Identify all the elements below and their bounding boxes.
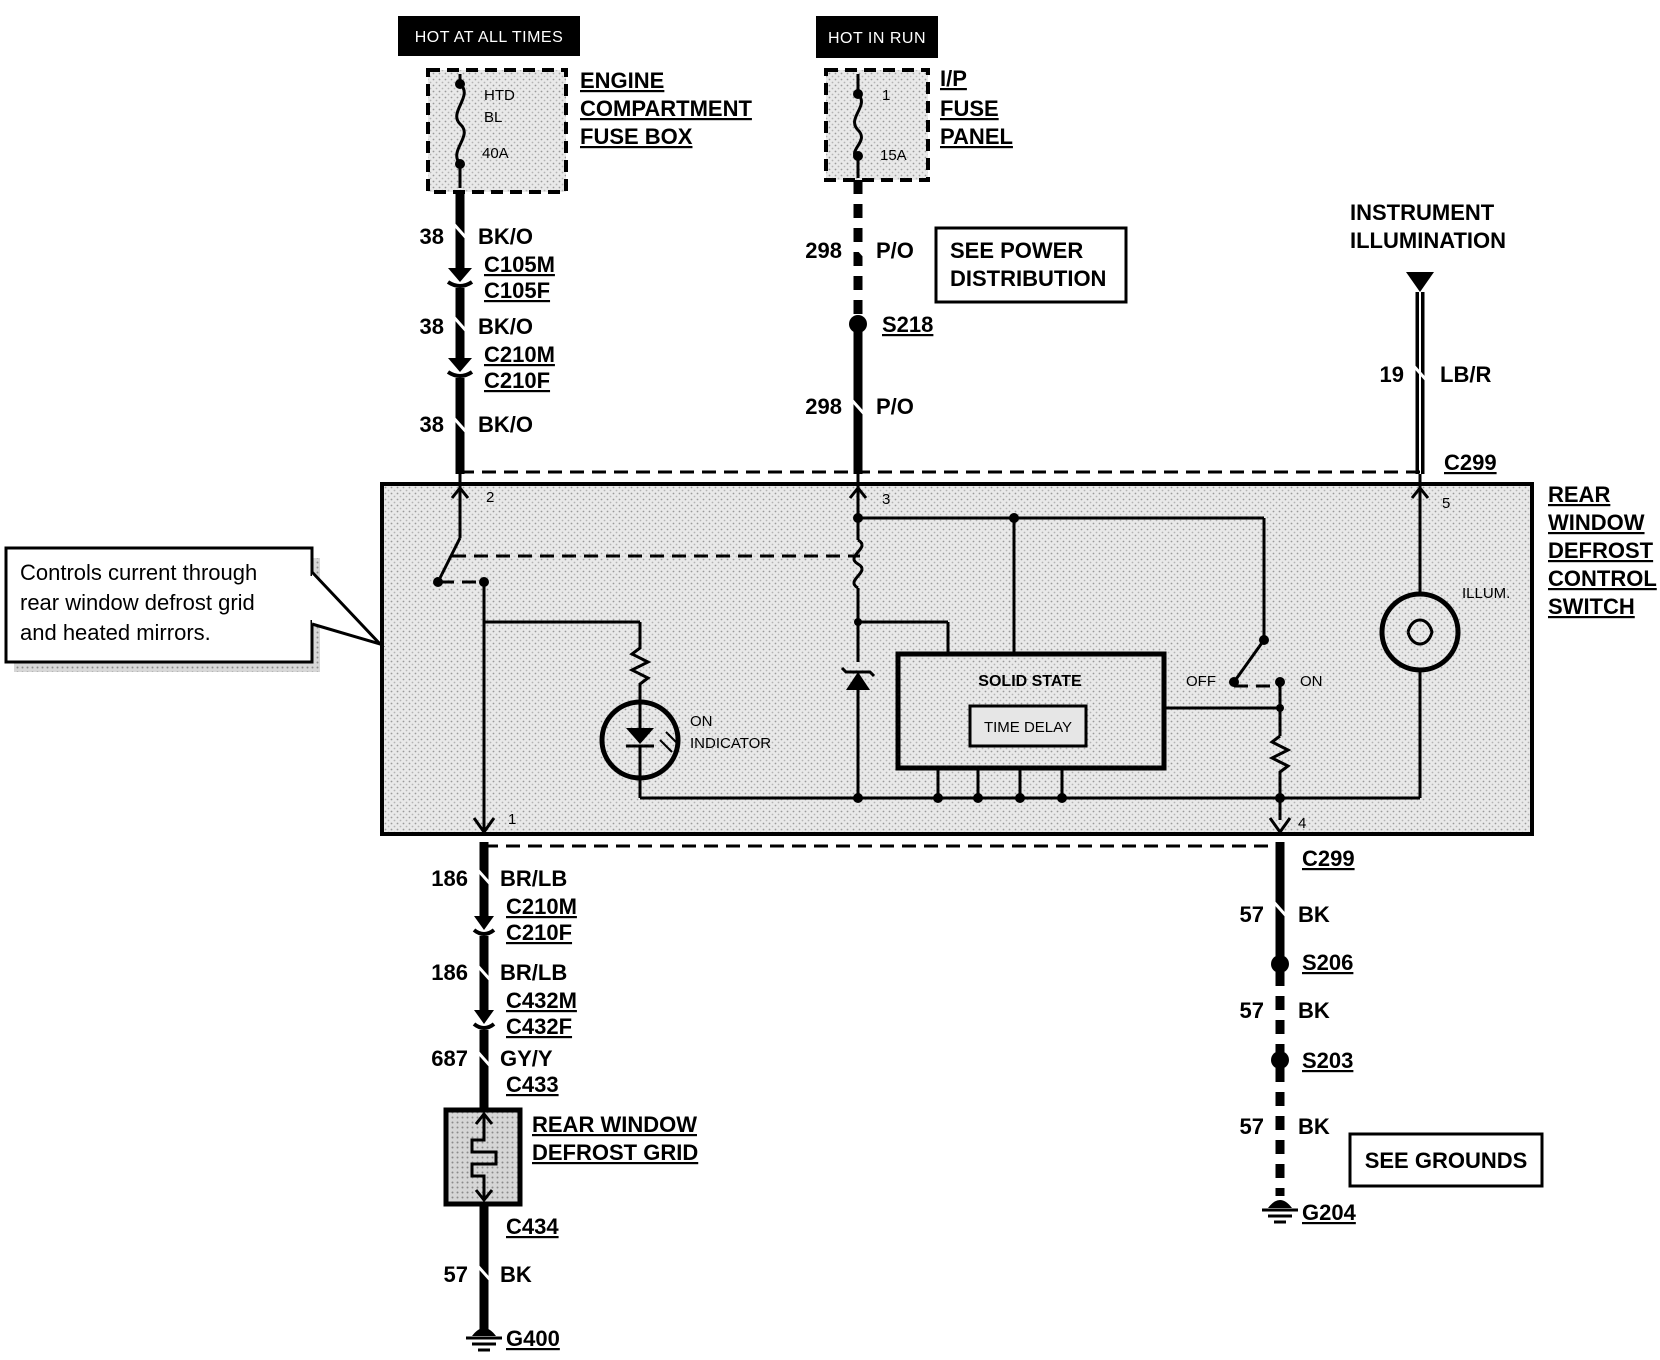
svg-text:1: 1 (882, 87, 890, 104)
svg-text:PANEL: PANEL (940, 124, 1013, 149)
svg-text:HOT AT ALL TIMES: HOT AT ALL TIMES (415, 29, 564, 46)
svg-text:REAR: REAR (1548, 482, 1610, 507)
svg-text:C105M: C105M (484, 252, 555, 277)
svg-text:BR/LB: BR/LB (500, 960, 567, 985)
svg-text:S203: S203 (1302, 1048, 1353, 1073)
svg-text:C299: C299 (1302, 846, 1355, 871)
svg-text:BK/O: BK/O (478, 224, 533, 249)
svg-text:BL: BL (484, 109, 502, 126)
engine-compartment-fuse-box: HTD BL 40A ENGINE COMPARTMENT FUSE BOX (426, 68, 752, 194)
svg-text:57: 57 (1240, 998, 1264, 1023)
svg-text:298: 298 (805, 238, 842, 263)
svg-text:and heated mirrors.: and heated mirrors. (20, 620, 211, 645)
svg-text:38: 38 (420, 224, 444, 249)
svg-text:BK: BK (500, 1262, 532, 1287)
svg-text:C210F: C210F (506, 920, 572, 945)
svg-text:C105F: C105F (484, 278, 550, 303)
svg-text:C210M: C210M (506, 894, 577, 919)
svg-text:C299: C299 (1444, 450, 1497, 475)
svg-text:FUSE: FUSE (940, 96, 999, 121)
svg-text:38: 38 (420, 314, 444, 339)
svg-text:1: 1 (508, 811, 516, 828)
mid-feed-wire: 298 P/O S218 298 P/O SEE POWER DISTRIBUT… (805, 180, 1128, 474)
svg-text:INDICATOR: INDICATOR (690, 735, 771, 752)
bottom-left-circuit: 186 BR/LB C210M C210F 186 BR/LB C432M C4… (431, 842, 698, 1352)
svg-text:P/O: P/O (876, 394, 914, 419)
svg-text:BK/O: BK/O (478, 314, 533, 339)
svg-text:57: 57 (1240, 1114, 1264, 1139)
svg-text:687: 687 (431, 1046, 468, 1071)
svg-text:S218: S218 (882, 312, 933, 337)
rear-window-defrost-control-switch: 2 3 5 ON INDICATOR (380, 474, 1657, 836)
svg-text:298: 298 (805, 394, 842, 419)
svg-text:C432M: C432M (506, 988, 577, 1013)
svg-text:HOT IN RUN: HOT IN RUN (828, 30, 926, 47)
ip-fuse-panel: 1 15A I/P FUSE PANEL (824, 66, 1013, 182)
callout-note: Controls current through rear window def… (4, 546, 385, 672)
svg-text:186: 186 (431, 866, 468, 891)
svg-text:WINDOW: WINDOW (1548, 510, 1645, 535)
svg-text:ILLUMINATION: ILLUMINATION (1350, 228, 1506, 253)
svg-text:CONTROL: CONTROL (1548, 566, 1657, 591)
svg-text:HTD: HTD (484, 87, 515, 104)
svg-text:57: 57 (444, 1262, 468, 1287)
svg-text:S206: S206 (1302, 950, 1353, 975)
svg-text:BK: BK (1298, 902, 1330, 927)
hot-at-all-times-tag: HOT AT ALL TIMES (398, 16, 580, 56)
svg-text:Controls current through: Controls current through (20, 560, 257, 585)
svg-text:3: 3 (882, 491, 890, 508)
svg-text:BK/O: BK/O (478, 412, 533, 437)
svg-text:SEE POWER: SEE POWER (950, 238, 1083, 263)
svg-text:19: 19 (1380, 362, 1404, 387)
svg-text:ON: ON (1300, 673, 1323, 690)
svg-text:C432F: C432F (506, 1014, 572, 1039)
svg-text:C434: C434 (506, 1214, 559, 1239)
svg-text:BK: BK (1298, 1114, 1330, 1139)
svg-text:OFF: OFF (1186, 673, 1216, 690)
svg-text:C210M: C210M (484, 342, 555, 367)
svg-text:GY/Y: GY/Y (500, 1046, 553, 1071)
svg-text:C210F: C210F (484, 368, 550, 393)
svg-text:G204: G204 (1302, 1200, 1357, 1225)
bottom-right-circuit: C299 57 BK S206 57 BK S203 57 BK SEE GRO… (1240, 842, 1544, 1225)
svg-text:DEFROST GRID: DEFROST GRID (532, 1140, 698, 1165)
svg-text:P/O: P/O (876, 238, 914, 263)
svg-text:ON: ON (690, 713, 713, 730)
svg-text:SOLID STATE: SOLID STATE (978, 673, 1082, 690)
svg-text:15A: 15A (880, 147, 907, 164)
svg-text:4: 4 (1298, 815, 1306, 832)
svg-text:COMPARTMENT: COMPARTMENT (580, 96, 752, 121)
svg-text:FUSE BOX: FUSE BOX (580, 124, 693, 149)
svg-text:rear window defrost grid: rear window defrost grid (20, 590, 255, 615)
svg-text:INSTRUMENT: INSTRUMENT (1350, 200, 1495, 225)
svg-text:40A: 40A (482, 145, 509, 162)
svg-text:186: 186 (431, 960, 468, 985)
left-feed-wire: 38 BK/O C105M C105F 38 BK/O C210M C210F … (420, 190, 555, 474)
instrument-illumination-feed: INSTRUMENT ILLUMINATION 19 LB/R C299 (1350, 200, 1506, 475)
svg-text:DISTRIBUTION: DISTRIBUTION (950, 266, 1106, 291)
svg-text:SWITCH: SWITCH (1548, 594, 1635, 619)
svg-text:BK: BK (1298, 998, 1330, 1023)
svg-text:C433: C433 (506, 1072, 559, 1097)
svg-text:38: 38 (420, 412, 444, 437)
svg-text:I/P: I/P (940, 66, 967, 91)
svg-text:REAR WINDOW: REAR WINDOW (532, 1112, 697, 1137)
svg-text:DEFROST: DEFROST (1548, 538, 1654, 563)
svg-text:ILLUM.: ILLUM. (1462, 585, 1510, 602)
svg-text:LB/R: LB/R (1440, 362, 1491, 387)
svg-text:G400: G400 (506, 1326, 560, 1351)
svg-text:TIME DELAY: TIME DELAY (984, 719, 1072, 736)
svg-text:57: 57 (1240, 902, 1264, 927)
svg-text:2: 2 (486, 489, 494, 506)
svg-text:5: 5 (1442, 495, 1450, 512)
hot-in-run-tag: HOT IN RUN (816, 16, 938, 58)
svg-text:SEE GROUNDS: SEE GROUNDS (1365, 1148, 1528, 1173)
svg-text:ENGINE: ENGINE (580, 68, 664, 93)
svg-text:BR/LB: BR/LB (500, 866, 567, 891)
